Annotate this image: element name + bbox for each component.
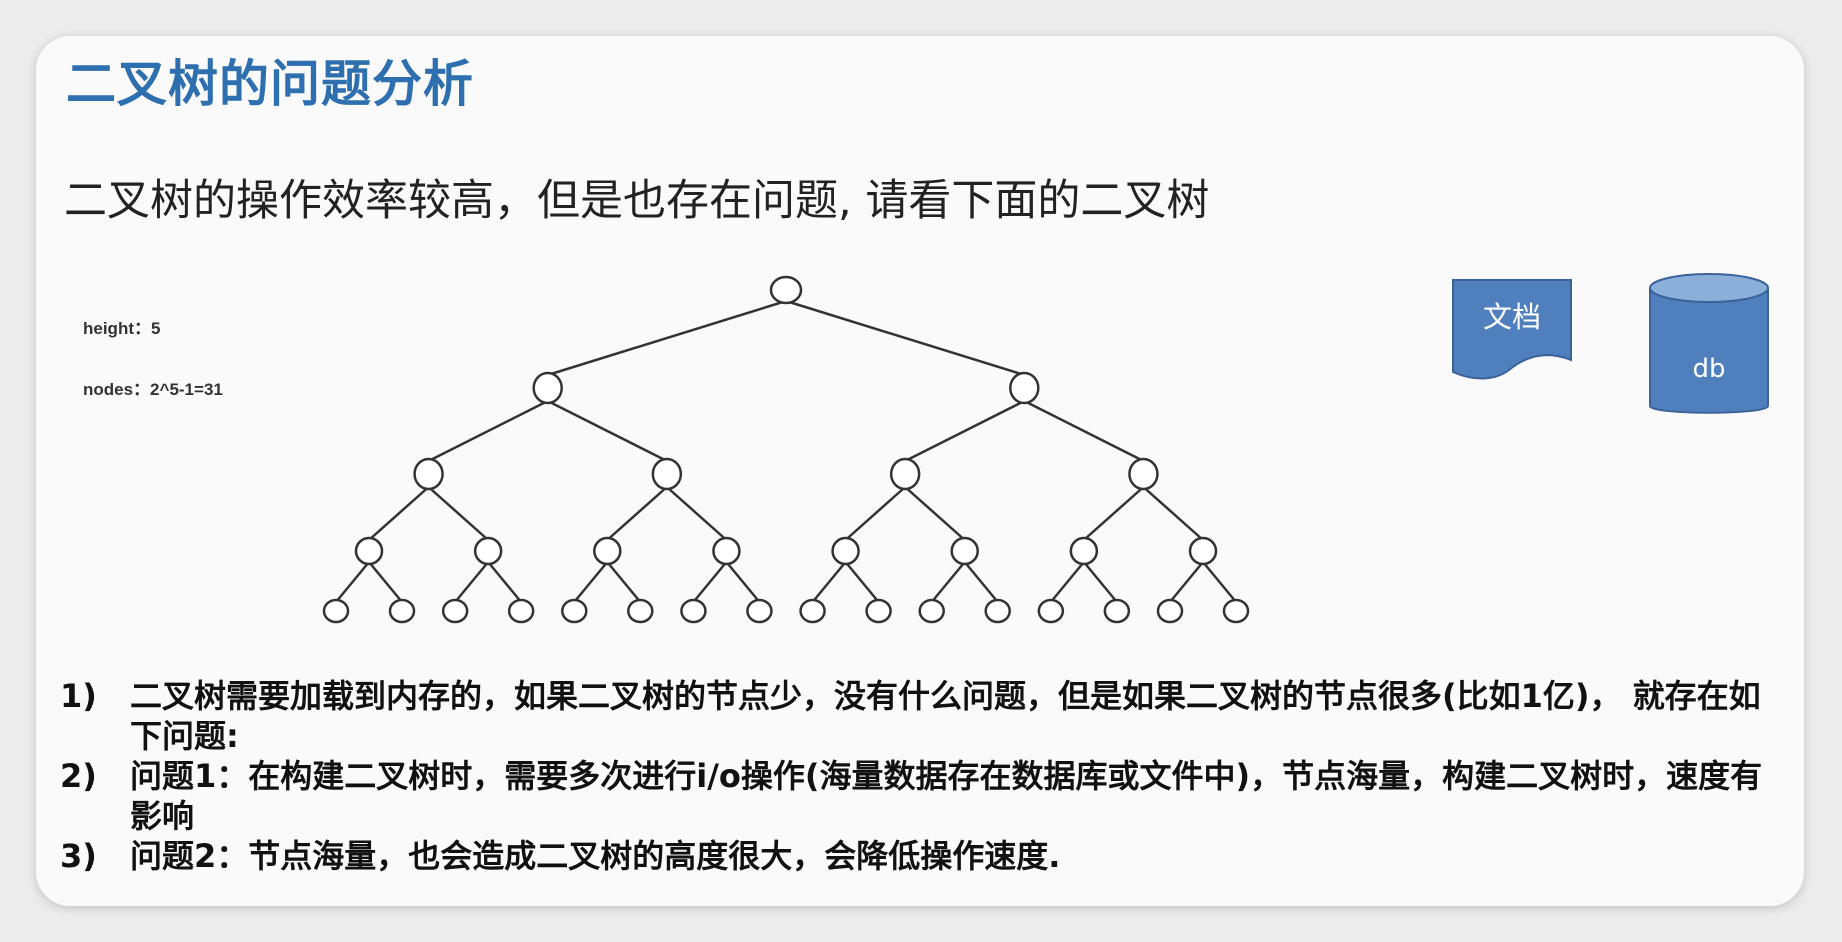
list-item-number: 1)	[60, 677, 97, 715]
tree-height-label: height：5	[83, 319, 161, 338]
tree-edge	[606, 561, 642, 603]
tree-edge	[692, 561, 728, 603]
tree-node	[532, 371, 563, 405]
tree-edge	[335, 561, 370, 603]
tree-node	[1009, 371, 1040, 405]
tree-node	[1128, 457, 1159, 491]
problem-list: 1) 二叉树需要加载到内存的，如果二叉树的节点少，没有什么问题，但是如果二叉树的…	[60, 676, 1780, 876]
tree-node	[746, 598, 773, 624]
tree-node	[593, 536, 622, 566]
document-shape-icon	[1452, 279, 1572, 380]
tree-edge	[1202, 561, 1237, 603]
tree-node	[984, 598, 1011, 624]
tree-edge	[454, 561, 490, 603]
tree-edge	[427, 486, 489, 541]
tree-edge	[368, 561, 403, 603]
list-item-text: 问题1：在构建二叉树时，需要多次进行i/o操作(海量数据存在数据库或文件中)，节…	[130, 757, 1763, 835]
tree-edge	[963, 561, 999, 603]
slide: 二叉树的问题分析 二叉树的操作效率较高，但是也存在问题, 请看下面的二叉树 he…	[36, 36, 1804, 906]
tree-edge	[1142, 486, 1204, 541]
tree-node	[1069, 536, 1099, 566]
tree-edge	[811, 561, 847, 603]
tree-node	[769, 275, 803, 305]
tree-nodes-label: nodes：2^5-1=31	[83, 380, 223, 399]
tree-edge	[487, 561, 523, 603]
database-shape-label: db	[1692, 354, 1726, 384]
tree-node	[322, 598, 350, 624]
document-shape-label: 文档	[1482, 300, 1541, 334]
tree-edge	[573, 561, 609, 603]
tree-node	[354, 536, 384, 566]
tree-node	[1037, 598, 1065, 624]
tree-node	[388, 598, 416, 624]
tree-edge	[428, 399, 549, 463]
tree-node	[441, 598, 469, 624]
tree-node	[413, 457, 444, 491]
tree-edge	[1023, 399, 1144, 463]
tree-edge	[904, 486, 966, 541]
tree-edge	[547, 399, 668, 463]
list-item-text: 问题2：节点海量，也会造成二叉树的高度很大，会降低操作速度.	[130, 837, 1061, 875]
tree-edge	[1082, 561, 1118, 603]
tree-node	[473, 536, 503, 566]
tree-node	[1156, 598, 1184, 624]
tree-node	[712, 536, 741, 566]
tree-node	[627, 598, 654, 624]
tree-node	[950, 536, 979, 566]
tree-edge	[785, 299, 1025, 377]
tree-node	[1103, 598, 1131, 624]
list-item-number: 3)	[60, 837, 97, 875]
tree-edge	[1169, 561, 1204, 603]
tree-node	[1188, 536, 1218, 566]
list-item: 3) 问题2：节点海量，也会造成二叉树的高度很大，会降低操作速度.	[60, 836, 1780, 876]
list-item-number: 2)	[60, 757, 97, 795]
tree-edge	[844, 561, 880, 603]
slide-subtitle: 二叉树的操作效率较高，但是也存在问题, 请看下面的二叉树	[64, 176, 1210, 226]
tree-edge	[547, 299, 787, 377]
tree-node	[507, 598, 535, 624]
tree-edge	[904, 399, 1025, 463]
slide-title: 二叉树的问题分析	[66, 55, 474, 113]
tree-node	[865, 598, 892, 624]
list-item: 1) 二叉树需要加载到内存的，如果二叉树的节点少，没有什么问题，但是如果二叉树的…	[60, 676, 1780, 756]
tree-node	[889, 457, 921, 491]
binary-tree-diagram	[322, 275, 1250, 624]
database-cylinder-icon	[1649, 273, 1769, 414]
tree-edge	[725, 561, 761, 603]
tree-node	[1222, 598, 1250, 624]
tree-edge	[844, 486, 906, 541]
list-item: 2) 问题1：在构建二叉树时，需要多次进行i/o操作(海量数据存在数据库或文件中…	[60, 756, 1780, 836]
tree-edge	[930, 561, 966, 603]
list-item-text: 二叉树需要加载到内存的，如果二叉树的节点少，没有什么问题，但是如果二叉树的节点很…	[130, 677, 1761, 755]
tree-node	[651, 457, 683, 491]
tree-node	[799, 598, 826, 624]
tree-node	[680, 598, 707, 624]
tree-edge	[1083, 486, 1145, 541]
tree-edge	[606, 486, 668, 541]
tree-node	[561, 598, 588, 624]
tree-node	[831, 536, 860, 566]
tree-edge	[368, 486, 430, 541]
tree-node	[918, 598, 945, 624]
tree-edge	[666, 486, 728, 541]
tree-edge	[1049, 561, 1085, 603]
